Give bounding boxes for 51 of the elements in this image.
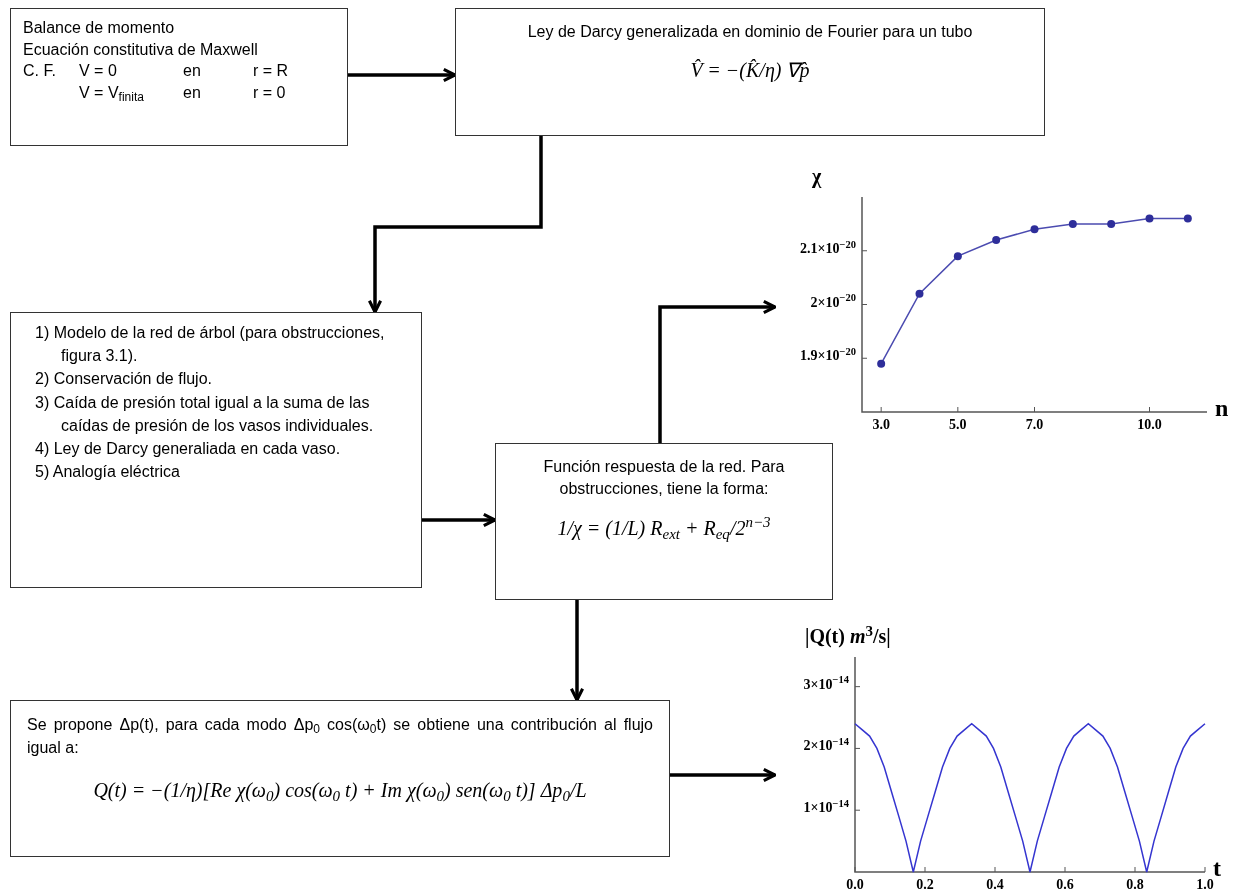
arrow [658,299,777,443]
tick-label: 0.8 [1126,877,1144,892]
box-text: r = 0 [253,82,286,103]
formula: V̂ = −(K̂/η) ∇p̂ [690,58,810,84]
tick-label: 0.2 [916,877,934,892]
list-item: 2) Conservación de flujo. [34,369,213,390]
box-text: r = R [253,61,289,82]
tick-label: 5.0 [949,417,967,432]
tick-label: 2×10$^{−14}$ [803,738,849,754]
box-text: en [183,82,201,103]
box-heading: Ley de Darcy generalizada en dominio de Fourier para un tubo [527,22,973,42]
list-item: 4) Ley de Darcy generaliada en cada vaso. [34,438,342,459]
list-item: 1) Modelo de la red de árbol (para obstrucciones, figura 3.1). [34,323,386,367]
list-item: 3) Caída de presión total igual a la suma de las caídas de presión de los vasos individuales. [34,392,375,436]
tick-label: 2×10$^{−20}$ [810,294,856,310]
tick-label: 2.1×10$^{−20}$ [800,240,856,256]
tick-label: 7.0 [1025,417,1044,432]
tick-label: 3×10$^{−14}$ [803,676,849,692]
process-box [10,8,348,146]
tick-label: 0.6 [1056,877,1074,892]
axis-title: t [1213,855,1221,881]
box-text: Ecuación constitutiva de Maxwell [23,39,259,60]
arrow [422,512,497,528]
axis-title: χ [812,165,822,187]
axis-title: n [1215,395,1229,421]
process-box [495,443,833,600]
box-text: Se propone Δp(t), para cada modo Δp$_{0}$ cos(ω$_{0}$t) se obtiene una contribución al flujo igual a: [27,715,653,759]
tick-label: 1×10$^{−14}$ [803,800,849,816]
tick-label: 0.4 [986,877,1004,892]
tick-label: 3.0 [872,417,890,432]
process-box [10,700,670,857]
arrow [367,136,543,314]
arrow [569,600,585,702]
box-text: C. F. [23,61,56,82]
arrow [670,767,777,783]
tick-label: 0.0 [846,877,864,892]
tick-label: 10.0 [1137,417,1162,432]
tick-label: 1.9×10$^{−20}$ [800,348,856,364]
process-box [455,8,1045,136]
formula: 1/χ = (1/L) R$_{ext}$ + R$_{eq}$/2$^{n−3}$ [557,513,771,543]
formula: Q(t) = −(1/η)[Re χ(ω$_{0}$) cos(ω$_{0}$ t) + Im χ(ω$_{0}$) sen(ω$_{0}$ t)] Δp$_{0}$/L [92,778,588,806]
box-text: V = 0 [79,61,117,82]
tick-label: 1.0 [1196,877,1214,892]
arrow [348,67,457,83]
list-item: 5) Analogía eléctrica [34,462,181,483]
box-text: V = V$_{finita}$ [79,82,144,104]
axis-title: |Q(t) m$^{3}$/s| [805,625,891,647]
process-box [10,312,422,588]
box-text: en [183,61,201,82]
box-heading: Función respuesta de la red. Para obstrucciones, tiene la forma: [542,457,786,500]
box-text: Balance de momento [23,18,176,38]
